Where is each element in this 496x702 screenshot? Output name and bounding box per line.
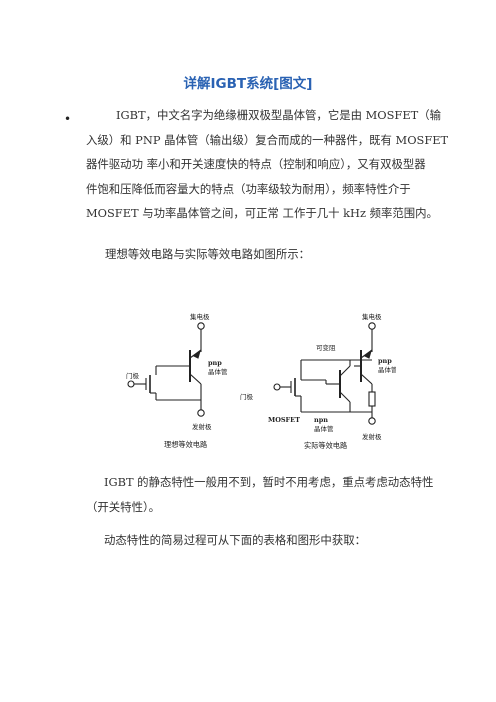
actual-gate-label: 门极	[240, 392, 254, 401]
ideal-pnp-sub-label: 晶体管	[208, 367, 228, 376]
actual-emitter-label: 发射极	[362, 432, 382, 441]
static-line: （开关特性）。	[86, 499, 161, 514]
actual-resistor-label: 可变阻	[316, 343, 336, 352]
static-line: IGBT 的静态特性一般用不到，暂时不用考虑，重点考虑动态特性	[104, 475, 434, 489]
intro-line: IGBT，中文名字为绝缘栅双极型晶体管，它是由 MOSFET（输	[116, 108, 442, 122]
ideal-collector-label: 集电极	[190, 312, 210, 321]
intro-line: 入级）和 PNP 晶体管（输出级）复合而成的一种器件，既有 MOSFET	[86, 132, 449, 147]
intro-line: MOSFET 与功率晶体管之间，可正常 工作于几十 kHz 频率范围内。	[86, 206, 438, 220]
actual-collector-label: 集电极	[362, 312, 382, 321]
igbt-equivalent-circuit-figure: 集电极 pnp 晶体管 门极 发射极 理想等效电路 集电极 可变阻 pnp 晶体…	[126, 312, 396, 450]
equivalent-circuit-intro: 理想等效电路与实际等效电路如图所示：	[105, 247, 311, 261]
intro-line: 件饱和压降低而容量大的特点（功率级较为耐用），频率特性介于	[86, 181, 411, 196]
ideal-gate-label: 门极	[126, 371, 140, 380]
dynamic-characteristics-intro: 动态特性的简易过程可从下面的表格和图形中获取：	[104, 533, 366, 547]
static-characteristics-paragraph: IGBT 的静态特性一般用不到，暂时不用考虑，重点考虑动态特性 （开关特性）。	[86, 470, 446, 519]
bullet-marker: •	[64, 112, 72, 126]
actual-caption: 实际等效电路	[304, 441, 347, 450]
actual-npn-sub-label: 晶体管	[314, 424, 334, 433]
actual-mosfet-label: MOSFET	[268, 416, 300, 424]
ideal-pnp-label: pnp	[208, 359, 222, 367]
actual-npn-label: npn	[314, 416, 328, 424]
intro-paragraph: IGBT，中文名字为绝缘栅双极型晶体管，它是由 MOSFET（输 入级）和 PN…	[86, 103, 449, 226]
intro-line: 器件驱动功 率小和开关速度快的特点（控制和响应），又有双极型器	[86, 157, 426, 171]
page-title: 详解IGBT系统[图文]	[183, 76, 313, 92]
ideal-emitter-label: 发射极	[192, 422, 212, 431]
actual-pnp-label: pnp	[378, 357, 392, 365]
ideal-caption: 理想等效电路	[164, 440, 207, 449]
actual-pnp-sub-label: 晶体管	[378, 365, 396, 374]
